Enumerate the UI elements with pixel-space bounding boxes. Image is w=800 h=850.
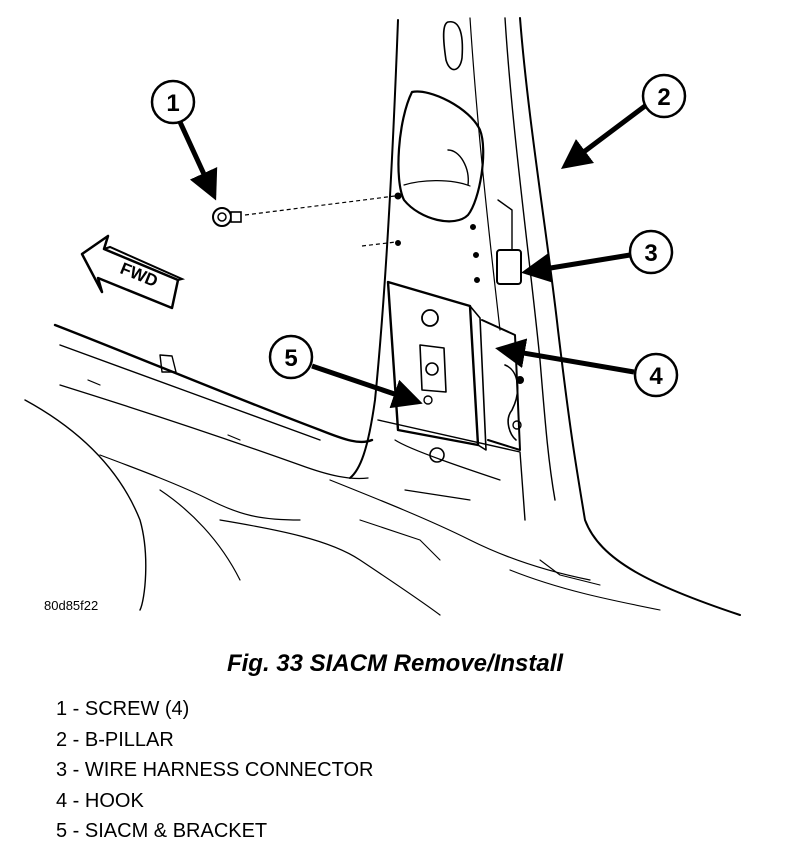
legend-item: 2 - B-PILLAR <box>56 728 174 751</box>
callout-3-number: 3 <box>644 240 657 267</box>
leader-arrow-5 <box>311 363 423 409</box>
legend-item: 1 - SCREW (4) <box>56 698 190 720</box>
callout-4: 4 <box>633 352 679 398</box>
callout-1-number: 1 <box>166 90 179 117</box>
parts-legend: 1 - SCREW (4) 2 - B-PILLAR 3 - WIRE HARN… <box>56 697 373 850</box>
diagram: FWD 1 2 3 4 5 <box>24 17 741 616</box>
figure-code: 80d85f22 <box>44 598 99 613</box>
callout-3: 3 <box>628 229 674 275</box>
figure-caption: Fig. 33 SIACM Remove/Install <box>226 650 564 677</box>
leader-arrow-4 <box>495 338 635 375</box>
callout-5: 5 <box>268 334 314 380</box>
callout-2-number: 2 <box>657 84 670 111</box>
callout-5-number: 5 <box>284 345 297 372</box>
legend-item: 4 - HOOK <box>56 789 144 812</box>
legend-item: 5 - SIACM & BRACKET <box>56 820 268 842</box>
screw-icon <box>212 207 242 227</box>
leader-arrow-3 <box>521 252 631 283</box>
callout-1: 1 <box>150 79 196 125</box>
legend-item: 3 - WIRE HARNESS CONNECTOR <box>56 759 374 781</box>
leader-arrows <box>177 104 647 409</box>
vehicle-interior-drawing <box>24 17 741 616</box>
leader-arrow-1 <box>177 120 218 201</box>
screw-path-line <box>244 195 396 216</box>
screw-path-line-lower <box>361 241 397 247</box>
callout-4-number: 4 <box>649 363 663 390</box>
callout-2: 2 <box>641 73 687 119</box>
leader-arrow-2 <box>561 104 647 169</box>
fwd-arrow-icon: FWD <box>80 234 186 310</box>
